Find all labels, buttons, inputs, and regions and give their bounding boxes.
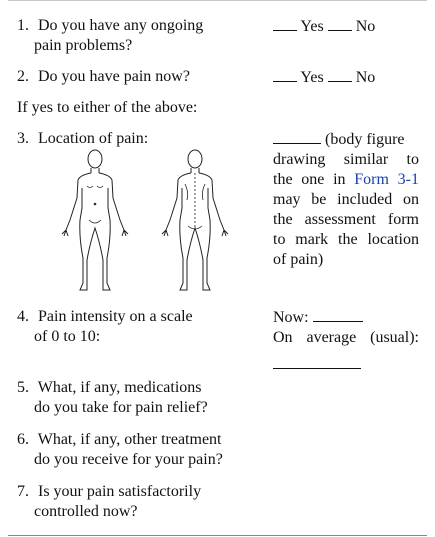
question-text: Is your pain satisfactorily [38,483,202,500]
location-line-7: of pain) [273,251,324,268]
question-7: 7. Is your pain satisfactorily controlle… [17,482,262,522]
top-rule [8,0,427,1]
question-number: 1. [17,17,29,34]
form-3-1-link[interactable]: Form 3-1 [354,171,420,188]
question-1: 1. Do you have any ongoing pain problems… [17,16,262,56]
conditional-note: If yes to either of the above: [17,98,317,118]
question-number: 3. [17,130,29,147]
question-text-cont: of 0 to 10: [34,328,101,345]
location-line-6: to mark the location [273,231,419,248]
answer-1-yes-no: Yes No [273,16,419,37]
average-blank-row [273,348,419,375]
question-text-cont: pain problems? [34,37,133,54]
question-text: Do you have any ongoing [38,17,204,34]
question-text: Location of pain: [38,130,149,147]
location-line-1: (body figure [273,129,419,150]
question-4: 4. Pain intensity on a scale of 0 to 10: [17,307,262,347]
location-line-5: the assessment form [273,211,419,228]
no-label: No [355,69,376,86]
question-5: 5. What, if any, medications do you take… [17,378,262,418]
location-text: the one in [273,171,355,188]
question-number: 2. [17,68,29,85]
yes-label: Yes [300,69,324,86]
question-text: What, if any, other treatment [37,431,222,448]
now-label: Now: [273,309,309,326]
question-text: Do you have pain now? [38,68,190,85]
body-back-icon [161,149,229,291]
note-text: If yes to either of the above: [17,99,198,116]
question-text: Pain intensity on a scale [38,308,193,325]
yes-blank[interactable] [273,16,297,31]
no-label: No [355,18,376,35]
location-line-4: may be included on [273,191,419,208]
answer-2-yes-no: Yes No [273,67,419,88]
average-row: On average (usual): [273,329,419,346]
location-line-3: the one in Form 3-1 [273,170,419,190]
question-number: 7. [17,483,29,500]
average-blank[interactable] [273,354,361,369]
bottom-rule [8,535,427,536]
now-row: Now: [273,307,419,328]
no-blank[interactable] [327,67,352,82]
answer-3-location: (body figure drawing similar to the one … [273,129,419,270]
yes-label: Yes [300,18,324,35]
question-3: 3. Location of pain: [17,129,262,149]
question-text: What, if any, medications [37,379,202,396]
location-blank[interactable] [273,129,321,144]
question-number: 6. [17,431,29,448]
question-number: 5. [17,379,29,396]
body-figures [52,148,242,298]
question-text-cont: do you receive for your pain? [34,451,223,468]
question-text-cont: do you take for pain relief? [34,399,208,416]
body-front-icon [61,149,129,291]
question-number: 4. [17,308,29,325]
yes-blank[interactable] [273,67,297,82]
question-6: 6. What, if any, other treatment do you … [17,430,262,470]
location-line-2: drawing similar to [273,151,419,168]
question-2: 2. Do you have pain now? [17,67,262,87]
no-blank[interactable] [327,16,352,31]
answer-4-intensity: Now: On average (usual): [273,307,419,375]
now-blank[interactable] [312,307,363,322]
location-text: (body figure [325,131,405,148]
question-text-cont: controlled now? [34,503,138,520]
